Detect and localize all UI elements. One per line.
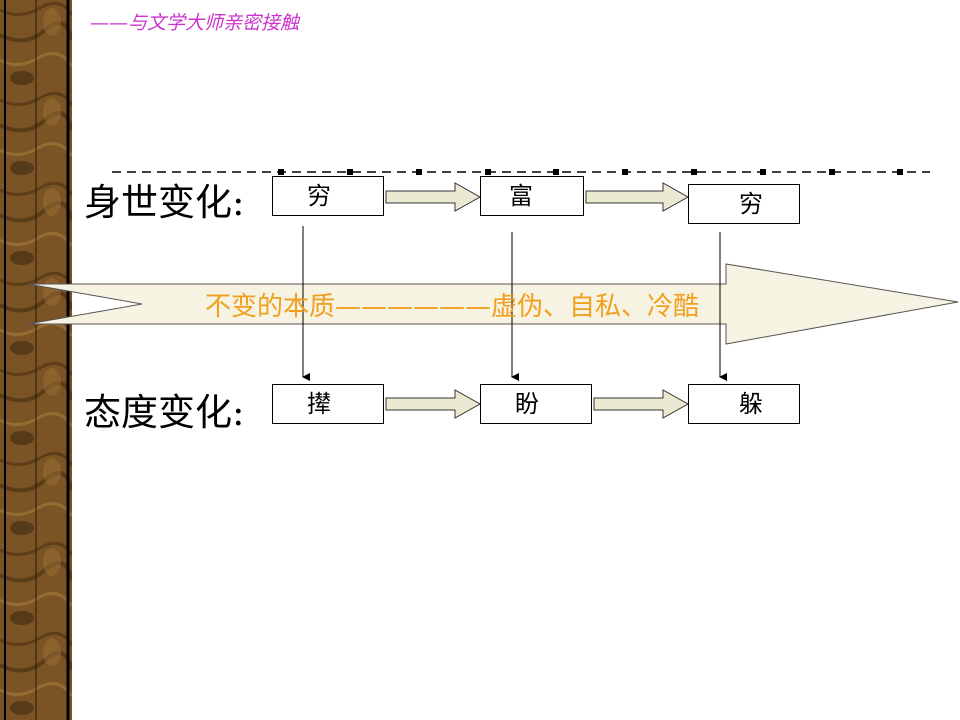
- status-box-3: 穷: [688, 184, 800, 224]
- dashed-guide-line: [112, 169, 930, 175]
- wood-sidebar: [0, 0, 72, 720]
- connector-arrow: [585, 182, 690, 212]
- status-box-text: 穷: [739, 190, 763, 218]
- attitude-box-text: 盼: [515, 390, 539, 418]
- status-box-1: 穷: [272, 176, 384, 216]
- status-box-text: 富: [509, 182, 533, 210]
- attitude-change-label: 态度变化:: [84, 391, 245, 434]
- connector-arrow: [593, 389, 690, 419]
- attitude-box-1: 撵: [272, 384, 384, 424]
- attitude-box-3: 躲: [688, 384, 800, 424]
- connector-arrow: [385, 389, 482, 419]
- subtitle: ——与文学大师亲密接触: [90, 12, 300, 34]
- wood-texture: [0, 0, 72, 720]
- essence-text: 不变的本质——————虚伪、自私、冷酷: [205, 292, 700, 322]
- attitude-box-2: 盼: [480, 384, 592, 424]
- connector-arrow: [385, 182, 482, 212]
- status-box-2: 富: [480, 176, 584, 216]
- status-change-label: 身世变化:: [84, 181, 245, 224]
- attitude-box-text: 撵: [307, 390, 331, 418]
- essence-banner-arrow: [27, 263, 959, 345]
- status-box-text: 穷: [307, 182, 331, 210]
- attitude-box-text: 躲: [739, 390, 763, 418]
